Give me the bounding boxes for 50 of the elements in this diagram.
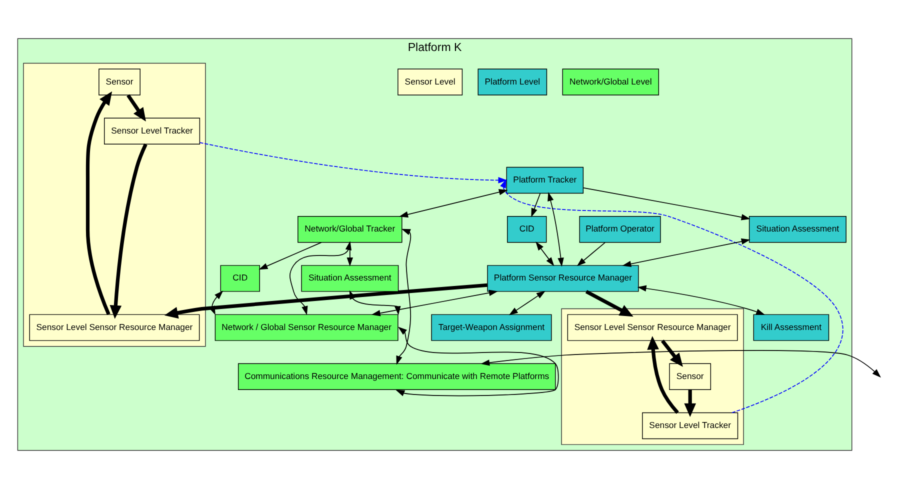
arrow [86, 90, 112, 314]
arrow [585, 289, 634, 316]
node-box: Platform Sensor Resource Manager [487, 264, 639, 292]
node-box: Situation Assessment [748, 215, 846, 242]
arrow [548, 192, 564, 266]
arrow [164, 282, 488, 318]
arrow [258, 242, 322, 270]
arrow [480, 350, 881, 378]
node-box: Kill Assessment [753, 314, 830, 340]
arrow [110, 143, 148, 318]
node-box: CID [220, 264, 260, 292]
node-box: Target-Weapon Assignment [431, 314, 552, 340]
arrow [208, 290, 224, 315]
arrow [126, 94, 146, 121]
arrow [637, 284, 766, 314]
arrow [647, 336, 679, 414]
node-box: Platform Operator [579, 215, 661, 242]
node-box: Situation Assessment [301, 264, 399, 292]
arrow [531, 192, 541, 217]
arrow [396, 326, 559, 396]
node-box: Platform Tracker [506, 166, 584, 194]
node-box: CID [507, 215, 547, 242]
arrow [536, 241, 554, 266]
node-box: Sensor Level [398, 68, 463, 95]
node-box: Communications Resource Management: Communicate with Remote Platforms [238, 362, 556, 390]
cluster [561, 308, 744, 444]
node-box: Network / Global Sensor Resource Manager [214, 314, 398, 340]
arrow [582, 186, 750, 220]
node-box: Sensor Level Tracker [104, 117, 200, 144]
node-box: Sensor Level Sensor Resource Manager [567, 314, 738, 340]
arrow [622, 238, 750, 266]
arrow [399, 188, 508, 218]
node-box: Sensor Level Sensor Resource Manager [29, 314, 200, 340]
arrow [660, 339, 683, 366]
arrow [396, 228, 412, 364]
node-box: Sensor Level Tracker [642, 412, 738, 439]
arrow [371, 289, 498, 316]
cluster [23, 62, 206, 346]
node-box: Network/Global Level [562, 68, 660, 95]
node-box: Sensor [669, 362, 712, 390]
arrow [290, 240, 352, 315]
arrow [508, 290, 546, 315]
node-box: Platform Level [478, 68, 548, 95]
arrow [349, 290, 401, 315]
node-box: Sensor [98, 68, 140, 95]
arrow [199, 142, 508, 183]
arrow [576, 242, 606, 266]
arrow [500, 178, 844, 413]
arrow [684, 389, 696, 416]
node-box: Network/Global Tracker [298, 215, 402, 242]
